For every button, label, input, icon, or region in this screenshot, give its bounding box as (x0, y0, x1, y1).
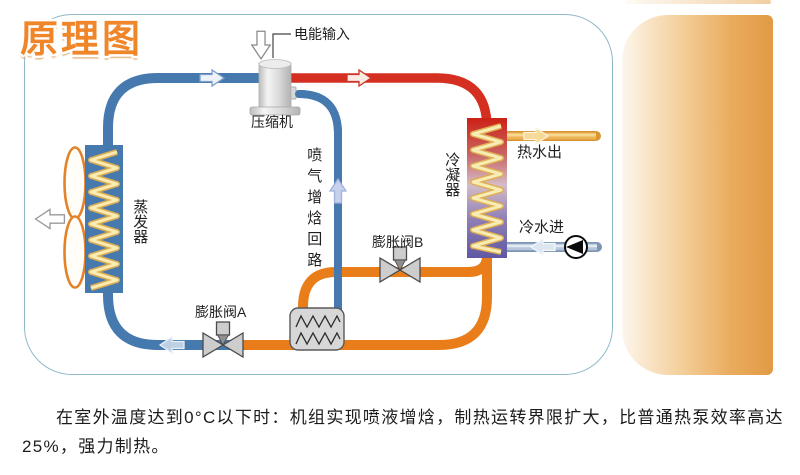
diagram-frame (24, 14, 613, 375)
condenser (467, 118, 507, 258)
fan-blade-top (63, 146, 87, 220)
compressor (249, 59, 342, 138)
flow-arrow-injection (329, 178, 347, 204)
flow-arrow-hot-water (523, 127, 549, 145)
cold-water-in-label: 冷水进 (519, 219, 565, 236)
injection-loop-label: 喷气增焓回路 (305, 147, 323, 273)
power-input-label: 电能输入 (294, 26, 350, 42)
hot-water-pipe (500, 131, 601, 141)
expansion-valve-a-label: 膨胀阀A (195, 304, 247, 320)
evaporator-label: 蒸发器 (131, 199, 149, 244)
flow-arrow-liquid (159, 336, 185, 354)
expansion-valve-b-label: 膨胀阀B (372, 234, 424, 250)
injection-branch-orange-pipe (298, 251, 492, 317)
page-title: 原理图 (20, 19, 144, 61)
expansion-valve-a (202, 321, 244, 359)
air-flow-arrow (34, 208, 66, 230)
liquid-line-orange-pipe (241, 245, 492, 350)
injection-return-overlap (295, 90, 342, 138)
caption-text: 在室外温度达到0°C以下时：机组实现喷液增焓，制热运转界限扩大，比普通热泵效率高… (22, 408, 784, 457)
flow-arrow-suction (199, 69, 225, 87)
economizer-heat-exchanger (289, 307, 345, 351)
evaporator (85, 145, 123, 293)
power-input-leader-line (272, 33, 291, 58)
flow-arrow-discharge (346, 69, 372, 87)
discharge-line-red-pipe (279, 73, 492, 139)
expansion-valve-b (379, 246, 421, 284)
water-pump (564, 235, 588, 259)
flow-arrow-cold-water (530, 238, 556, 256)
decorative-orange-panel (622, 15, 773, 375)
hot-water-out-label: 热水出 (517, 144, 563, 161)
decorative-top-strip (626, 0, 771, 4)
condenser-label: 冷凝器 (443, 152, 461, 197)
fan-blade-bottom (63, 215, 87, 289)
power-input-arrow (251, 30, 271, 60)
compressor-label: 压缩机 (251, 114, 293, 130)
